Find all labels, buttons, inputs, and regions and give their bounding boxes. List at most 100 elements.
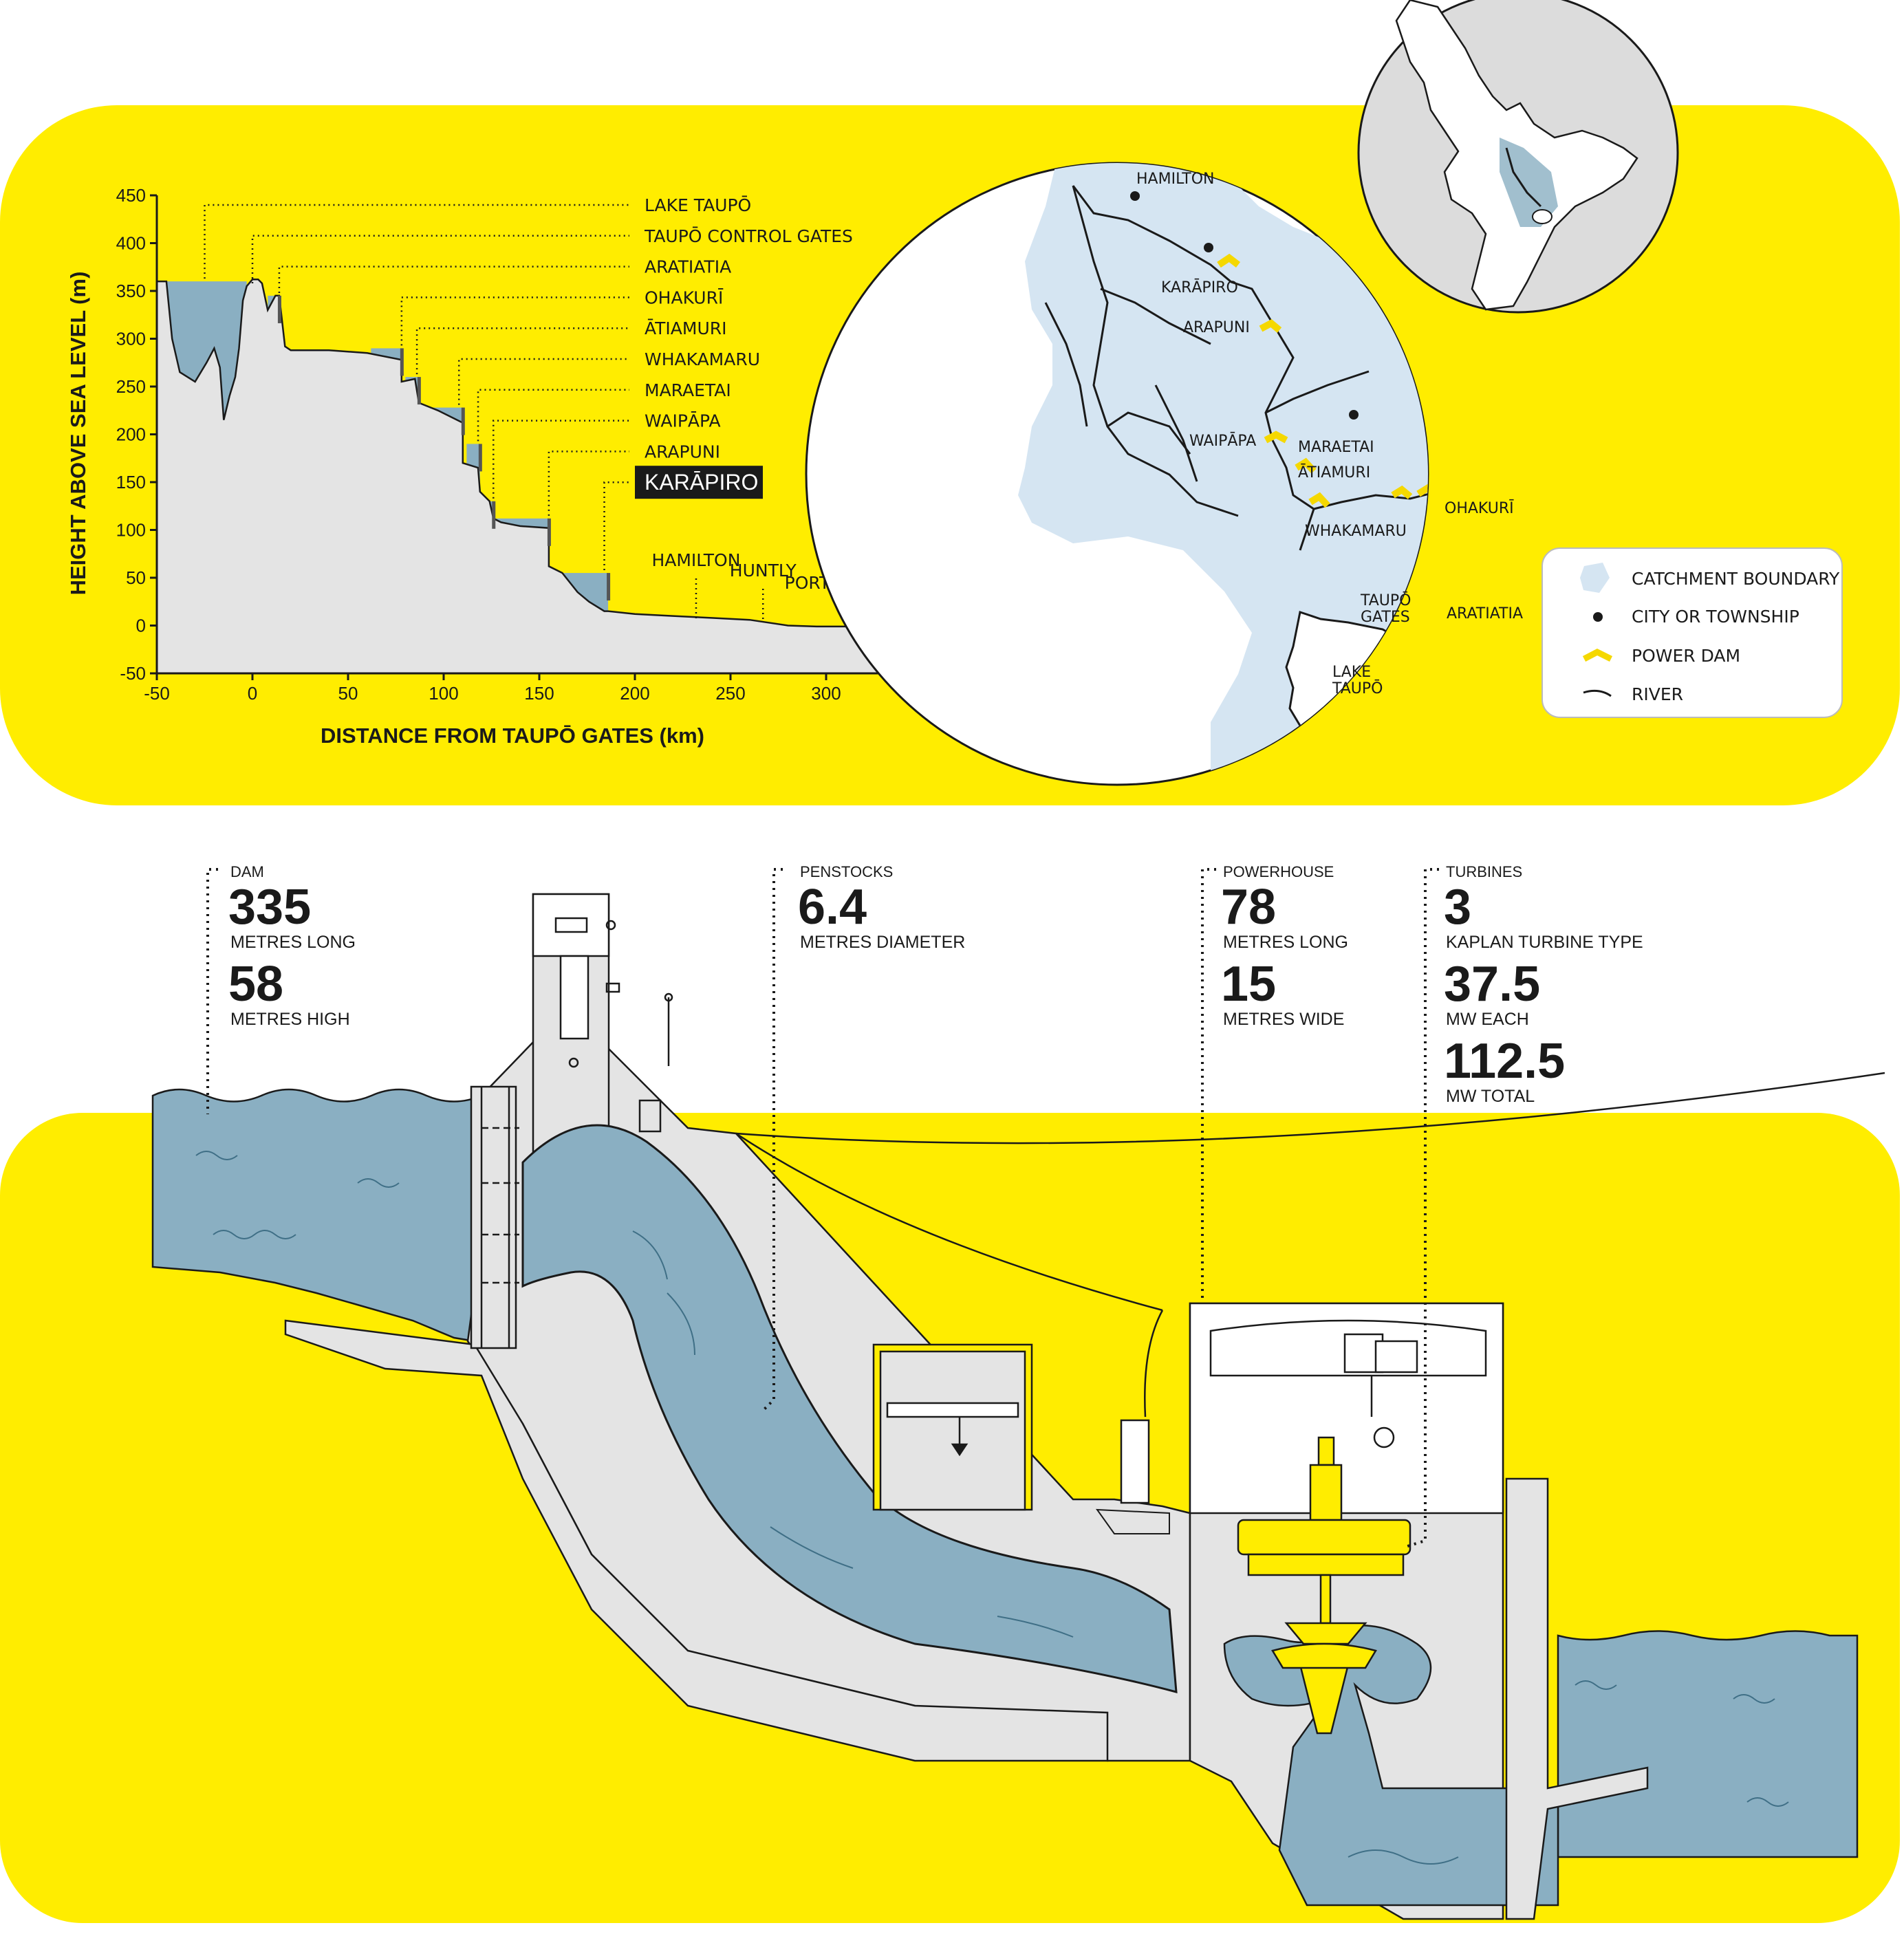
map-label-arapuni: ARAPUNI (1183, 319, 1250, 336)
y-tick-label: 350 (116, 281, 146, 301)
ground-profile (155, 279, 923, 675)
dam-wall-3 (417, 377, 421, 405)
y-tick-label: 150 (116, 472, 146, 492)
dam-label: ARATIATIA (645, 257, 731, 277)
powerhouse (1095, 1302, 1504, 1920)
dam-foundation (284, 1319, 1109, 1762)
map-label-atiamuri: ĀTIAMURI (1298, 464, 1370, 481)
map-label-lake-2: TAUPŌ (1332, 680, 1383, 697)
stat-dam-length-label: METRES LONG (230, 933, 356, 952)
y-tick-label: 250 (116, 376, 146, 397)
dam-label: ĀTIAMURI (645, 318, 727, 338)
dam-label-leader (204, 204, 629, 279)
dam-wall-5 (478, 444, 482, 472)
x-tick-label: 0 (248, 683, 257, 704)
x-tick-label: 50 (338, 683, 358, 704)
dam-wall-2 (400, 348, 404, 376)
legend-label-catchment: CATCHMENT BOUNDARY (1632, 569, 1840, 589)
stats-penstocks: PENSTOCKS 6.4 METRES DIAMETER (798, 863, 965, 952)
town-label: HUNTLY (730, 561, 797, 580)
intake-gate-tower (470, 893, 673, 1349)
stat-turbines-each: 37.5 (1444, 957, 1540, 1012)
stat-powerhouse-length: 78 (1221, 880, 1276, 935)
x-tick-label: -50 (144, 683, 170, 704)
stat-turbines-heading: TURBINES (1446, 863, 1522, 880)
x-tick-label: 150 (524, 683, 554, 704)
map-label-taupo-gates-2: GATES (1361, 609, 1410, 626)
dam-chevron-icon (1582, 648, 1613, 662)
stat-turbines-each-label: MW EACH (1446, 1010, 1529, 1029)
x-tick-label: 300 (811, 683, 841, 704)
town-label: HAMILTON (651, 550, 740, 570)
stats-turbines: TURBINES 3 KAPLAN TURBINE TYPE 37.5 MW E… (1444, 863, 1643, 1106)
dam-label: TAUPŌ CONTROL GATES (644, 226, 853, 246)
map-label-whakamaru: WHAKAMARU (1305, 523, 1407, 540)
map-legend: CATCHMENT BOUNDARY CITY OR TOWNSHIP POWE… (1541, 547, 1843, 718)
dam-label-leader (603, 481, 629, 571)
x-tick-label: 200 (620, 683, 649, 704)
y-tick-label: 400 (116, 233, 146, 254)
stat-turbines-count: 3 (1444, 880, 1471, 935)
dam-label: KARĀPIRO (645, 470, 758, 495)
y-tick-label: 100 (116, 520, 146, 541)
inset-north-island-map (1357, 0, 1679, 314)
stat-powerhouse-length-label: METRES LONG (1223, 933, 1348, 952)
map-label-aratiatia: ARATIATIA (1447, 605, 1523, 622)
y-tick-label: 200 (116, 424, 146, 445)
stats-powerhouse: POWERHOUSE 78 METRES LONG 15 METRES WIDE (1221, 863, 1348, 1029)
stat-powerhouse-heading: POWERHOUSE (1223, 863, 1334, 880)
power-lines (735, 1072, 1885, 1418)
dam-wall-4 (461, 407, 465, 435)
river-line-icon (1583, 689, 1612, 697)
map-label-taupo-gates-1: TAUPŌ (1360, 591, 1411, 609)
dam-label-leader (493, 420, 629, 499)
dam-wall-6 (492, 501, 496, 529)
dot-icon (1593, 612, 1603, 622)
map-label-hamilton: HAMILTON (1136, 171, 1215, 188)
crane-gantry (872, 1343, 1033, 1511)
stat-powerhouse-width: 15 (1221, 957, 1276, 1012)
y-axis-title: HEIGHT ABOVE SEA LEVEL (m) (66, 272, 90, 596)
dam-label: MARAETAI (645, 380, 731, 400)
catchment-swatch-icon (1580, 563, 1610, 593)
y-tick-label: 450 (116, 185, 146, 206)
map-label-ohakuri: OHAKURĪ (1445, 500, 1514, 517)
dam-label-leader (415, 327, 629, 375)
y-tick-label: -50 (120, 663, 146, 684)
legend-label-river: RIVER (1632, 684, 1683, 704)
inset-river (1505, 147, 1542, 208)
dam-label: WHAKAMARU (645, 349, 760, 369)
penstock-swirls (632, 1230, 1074, 1638)
stats-dam: DAM 335 METRES LONG 58 METRES HIGH (228, 863, 356, 1029)
stat-dam-heading: DAM (230, 863, 264, 880)
tailrace-waves (1348, 1680, 1789, 1865)
x-tick-label: 250 (715, 683, 745, 704)
stat-leaders (206, 868, 1439, 1549)
dam-label: WAIPĀPA (645, 411, 721, 431)
stat-turbines-type: KAPLAN TURBINE TYPE (1446, 933, 1643, 952)
legend-label-city: CITY OR TOWNSHIP (1632, 607, 1799, 627)
y-tick-label: 50 (126, 567, 146, 588)
penstock-water (521, 1124, 1178, 1693)
inset-catchment (1500, 138, 1558, 227)
headpond-waves (195, 1151, 400, 1239)
kaplan-turbine (1237, 1436, 1411, 1735)
dam-label-leader (457, 358, 629, 405)
stat-turbines-total-label: MW TOTAL (1446, 1087, 1535, 1106)
map-label-karapiro: KARĀPIRO (1161, 279, 1238, 296)
highlight-label-box (635, 466, 763, 499)
map-label-waipapa: WAIPĀPA (1189, 433, 1256, 450)
tailrace-wall (1505, 1477, 1649, 1920)
stat-dam-height-label: METRES HIGH (230, 1010, 350, 1029)
dam-wall-1 (277, 295, 281, 323)
dam-wall-7 (547, 518, 551, 546)
stat-dam-length: 335 (228, 880, 311, 935)
dam-wall-8 (607, 573, 611, 601)
y-tick-label: 0 (136, 616, 146, 636)
map-label-maraetai: MARAETAI (1298, 439, 1374, 456)
stat-powerhouse-width-label: METRES WIDE (1223, 1010, 1344, 1029)
stat-dam-height: 58 (228, 957, 283, 1012)
map-label-lake-1: LAKE (1332, 664, 1371, 681)
